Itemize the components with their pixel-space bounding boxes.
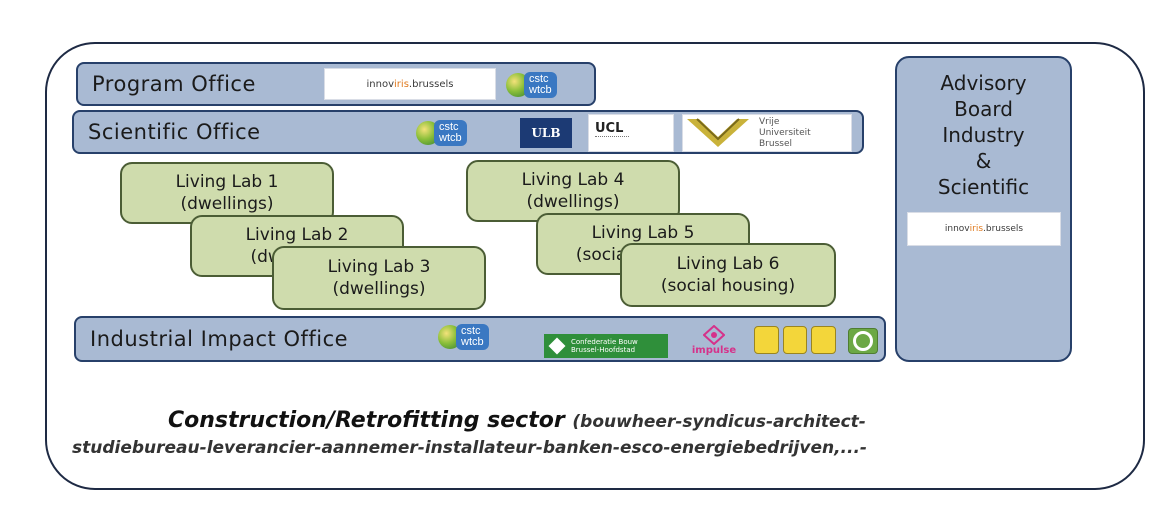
advisory-board-title: Advisory Board Industry & Scientific	[897, 70, 1070, 200]
living-lab-subtitle: (social housing)	[660, 276, 796, 296]
innoviris-logo: innoviris.brussels	[907, 212, 1061, 246]
advisory-line: Board	[954, 97, 1013, 121]
program-office-label: Program Office	[92, 72, 256, 96]
living-lab-title: Living Lab 6	[676, 254, 780, 274]
living-lab-6: Living Lab 6 (social housing)	[620, 243, 836, 307]
sector-detail-line2: studiebureau-leverancier-aannemer-instal…	[72, 438, 867, 458]
yellow-blocks-logo	[752, 322, 838, 358]
living-lab-title: Living Lab 4	[521, 170, 625, 190]
living-lab-3: Living Lab 3 (dwellings)	[272, 246, 486, 310]
ucl-logo: UCL	[588, 114, 674, 152]
impulse-logo: impulse	[686, 320, 742, 360]
advisory-line: Industry	[942, 123, 1025, 147]
green-circle-logo	[848, 328, 878, 354]
advisory-line: Advisory	[940, 71, 1027, 95]
sector-detail-line1: (bouwheer-syndicus-architect-	[572, 412, 866, 432]
advisory-line: Scientific	[937, 175, 1030, 199]
advisory-board-panel: Advisory Board Industry & Scientific inn…	[895, 56, 1072, 362]
living-lab-4: Living Lab 4 (dwellings)	[466, 160, 680, 222]
living-lab-1: Living Lab 1 (dwellings)	[120, 162, 334, 224]
diamond-icon	[703, 324, 725, 345]
ulb-logo: ULB	[520, 118, 572, 148]
innoviris-logo: innoviris.brussels	[324, 68, 496, 100]
living-lab-title: Living Lab 5	[591, 223, 695, 243]
sector-title: Construction/Retrofitting sector (bouwhe…	[168, 408, 866, 433]
living-lab-title: Living Lab 2	[245, 225, 349, 245]
scientific-office-label: Scientific Office	[88, 120, 261, 144]
vub-emblem-icon	[687, 118, 749, 147]
living-lab-subtitle: (dwellings)	[526, 192, 620, 212]
living-lab-title: Living Lab 3	[327, 257, 431, 277]
living-lab-subtitle: (dwellings)	[180, 194, 274, 214]
living-lab-subtitle: (dwellings)	[332, 279, 426, 299]
advisory-line: &	[975, 149, 992, 173]
sector-title-text: Construction/Retrofitting sector	[168, 408, 565, 433]
living-lab-title: Living Lab 1	[175, 172, 279, 192]
industrial-impact-office-label: Industrial Impact Office	[90, 327, 349, 351]
